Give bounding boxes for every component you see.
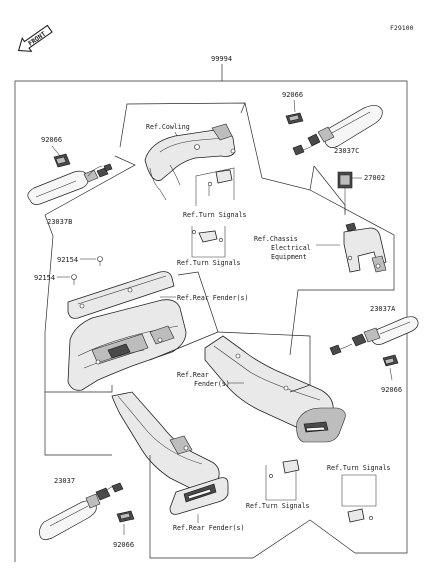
rear-undertray-assembly	[67, 271, 187, 391]
part-number-92066-lower-left: 92066	[113, 541, 134, 549]
screw-92154-b	[71, 274, 77, 285]
part-number-27002: 27002	[364, 174, 385, 182]
ref-rear-fender-2-line1: Ref.Rear	[177, 371, 209, 379]
subframe-main-left	[44, 332, 113, 393]
ref-turn-signals-4: Ref.Turn Signals	[327, 464, 391, 472]
turn-signal-23037B	[27, 163, 113, 205]
rear-fender-stay	[204, 335, 346, 443]
grommet-upper-right	[285, 112, 304, 125]
part-number-23037A: 23037A	[370, 305, 396, 313]
turn-signal-ref-box-2	[191, 226, 226, 258]
chassis-electrical-bracket	[343, 222, 387, 273]
small-bracket-mid	[192, 230, 223, 243]
assembly-part-number: 99994	[211, 55, 232, 63]
ref-cowling: Ref.Cowling	[146, 123, 190, 131]
leader-92066-upper-left	[51, 145, 61, 157]
subframe-stay-box	[217, 331, 311, 393]
subframe-bottom-right	[252, 519, 356, 559]
subframe-upper-right	[244, 102, 315, 191]
ref-rear-fender-3: Ref.Rear Fender(s)	[173, 524, 244, 532]
grommet-mid-right	[382, 354, 399, 367]
ref-chassis-line2: Electrical	[271, 244, 311, 252]
small-bracket-lower-right	[347, 508, 373, 523]
part-number-92066-upper-left: 92066	[41, 136, 62, 144]
subframe-lower-mid	[149, 455, 253, 559]
turn-signal-23037	[39, 482, 124, 540]
small-bracket-upper	[207, 169, 233, 196]
part-number-23037B: 23037B	[47, 218, 72, 226]
ref-turn-signals-1: Ref.Turn Signals	[183, 211, 247, 219]
subframe-upper-left	[44, 155, 136, 333]
ref-rear-fender-1: Ref.Rear Fender(s)	[177, 294, 248, 302]
ref-turn-signals-3: Ref.Turn Signals	[246, 502, 310, 510]
ref-rear-fender-2-line2: Fender(s)	[194, 380, 230, 388]
subframe-main-right	[149, 271, 219, 361]
ref-chassis-line1: Ref.Chassis	[254, 235, 298, 243]
leader-92066-mid-right	[389, 367, 393, 381]
part-number-92066-mid-right: 92066	[381, 386, 402, 394]
turn-signal-23037A	[329, 316, 419, 356]
grommet-upper-left	[53, 153, 71, 168]
subframe-lower-left	[44, 392, 112, 456]
turn-signal-23037C	[292, 105, 383, 156]
small-bracket-lower-mid	[269, 459, 300, 478]
cowling-bracket	[144, 123, 236, 201]
figure-code: F29100	[390, 24, 414, 32]
subframe-chassis	[289, 189, 395, 356]
turn-signal-ref-box-4	[341, 474, 377, 507]
leader-92066-upper-right	[293, 99, 296, 113]
subframe-upper-mid	[119, 102, 246, 148]
part-number-92066-upper-right: 92066	[282, 91, 303, 99]
part-number-92154-b: 92154	[34, 274, 55, 282]
turn-signal-ref-box-3	[265, 465, 297, 501]
front-arrow-badge: FRONT	[17, 24, 53, 52]
assembly-frame	[14, 80, 408, 562]
part-number-23037C: 23037C	[334, 147, 359, 155]
screw-92154-a	[97, 256, 103, 266]
part-number-92154-a: 92154	[57, 256, 78, 264]
tail-bracket-vertical	[111, 391, 229, 515]
turn-signal-ref-box-1	[195, 167, 235, 206]
ref-turn-signals-2: Ref.Turn Signals	[177, 259, 241, 267]
ref-chassis-line3: Equipment	[271, 253, 307, 261]
connector-27002	[337, 171, 353, 212]
grommet-lower-left	[116, 510, 135, 523]
part-number-23037: 23037	[54, 477, 75, 485]
